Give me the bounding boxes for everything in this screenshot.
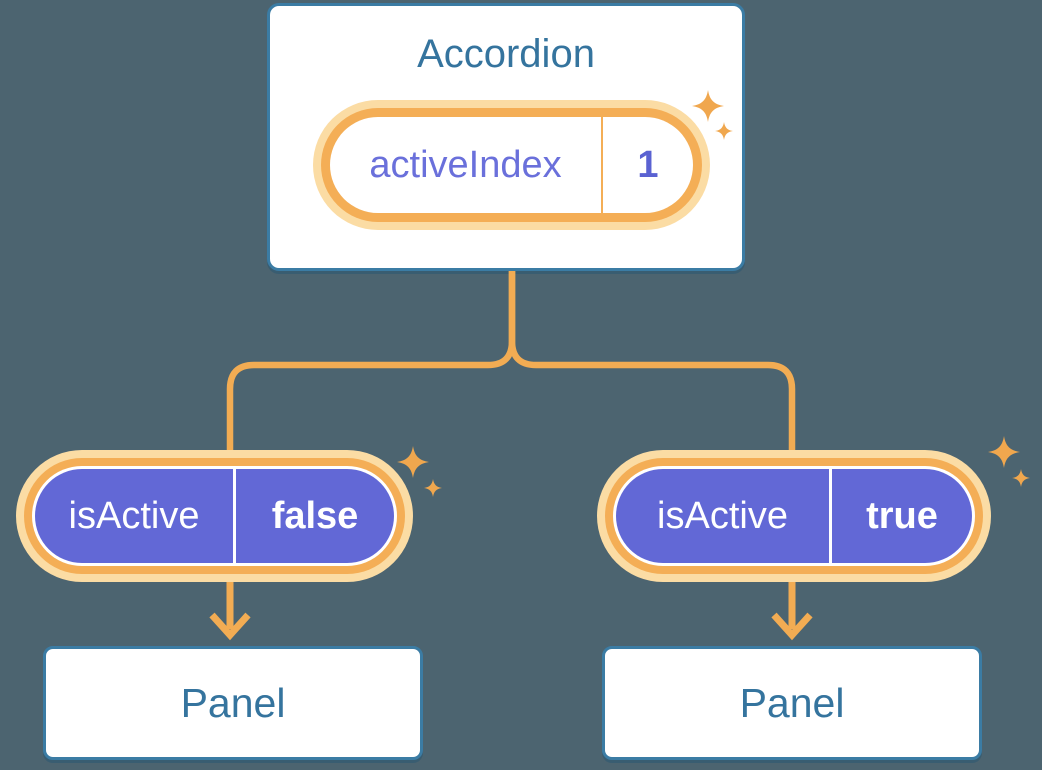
pill-separator: [601, 117, 603, 213]
arrow-left: [209, 582, 251, 641]
prop-pill-true: isActive true: [597, 450, 991, 582]
state-pill-activeindex: activeIndex 1: [313, 100, 710, 230]
prop-value: true: [866, 494, 938, 537]
accordion-title: Accordion: [417, 32, 595, 76]
prop-value: false: [271, 494, 359, 537]
state-prop-value: 1: [637, 143, 659, 186]
pill-ring: isActive false: [24, 458, 405, 574]
pill-core: isActive false: [32, 466, 397, 566]
panel-card-right: Panel: [602, 646, 982, 760]
pill-ring: isActive true: [605, 458, 983, 574]
prop-pill-false: isActive false: [16, 450, 413, 582]
pill-separator: [233, 469, 236, 563]
prop-name: isActive: [68, 494, 200, 537]
prop-name: isActive: [657, 494, 788, 537]
pill-core: activeIndex 1: [330, 117, 693, 213]
branch-right: [508, 271, 796, 450]
pill-fill: isActive true: [616, 469, 972, 563]
panel-title: Panel: [180, 679, 286, 726]
pill-core: isActive true: [613, 466, 975, 566]
pill-fill: isActive false: [35, 469, 394, 563]
pill-ring: activeIndex 1: [321, 108, 702, 222]
state-prop-name: activeIndex: [369, 143, 562, 186]
branch-left: [226, 271, 516, 450]
arrow-right: [771, 582, 813, 641]
pill-separator: [829, 469, 832, 563]
sparkle-icon: [988, 436, 1030, 487]
panel-card-left: Panel: [43, 646, 423, 760]
panel-title: Panel: [739, 679, 845, 726]
